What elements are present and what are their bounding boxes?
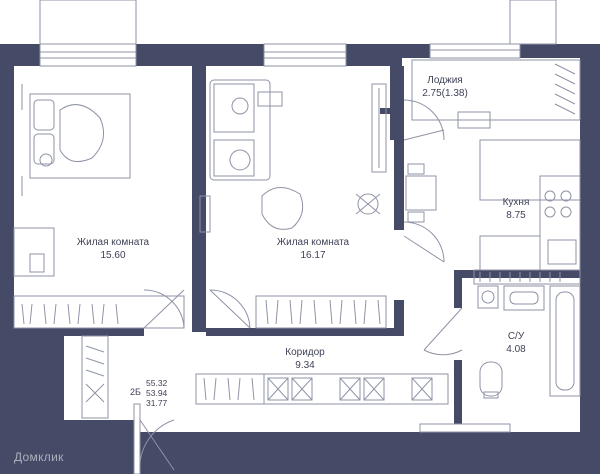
walls [0, 44, 600, 474]
room-loggia-area: 2.75(1.38) [422, 88, 468, 99]
net-area: 31.77 [146, 398, 168, 408]
living-furniture [199, 79, 387, 329]
room-loggia: Лоджия 2.75(1.38) [408, 74, 482, 100]
apartment-type: 2Б [130, 387, 141, 397]
room-bath: С/У 4.08 [498, 330, 534, 356]
area-summary: 2Б 55.32 53.94 31.77 [130, 372, 178, 412]
room-corridor: Коридор 9.34 [270, 346, 340, 372]
room-bath-area: 4.08 [506, 344, 526, 355]
room-corridor-name: Коридор [285, 347, 325, 358]
room-living1: Жилая комната 15.60 [58, 236, 168, 262]
room-kitchen: Кухня 8.75 [492, 196, 540, 222]
bedroom-furniture [13, 84, 185, 329]
room-living1-area: 15.60 [100, 250, 126, 261]
corridor-furniture [81, 335, 449, 474]
room-kitchen-name: Кухня [502, 197, 530, 208]
room-corridor-area: 9.34 [295, 360, 315, 371]
room-kitchen-area: 8.75 [506, 210, 526, 221]
living-area: 53.94 [146, 388, 168, 398]
kitchen-furniture [403, 99, 581, 285]
room-living2: Жилая комната 16.17 [258, 236, 368, 262]
bathroom-furniture [423, 285, 581, 399]
room-living2-name: Жилая комната [276, 237, 350, 248]
total-area: 55.32 [146, 378, 168, 388]
windows [39, 0, 557, 433]
watermark: Домклик [14, 450, 64, 464]
room-loggia-name: Лоджия [427, 75, 463, 86]
room-living2-area: 16.17 [300, 250, 326, 261]
room-living1-name: Жилая комната [76, 237, 150, 248]
room-bath-name: С/У [507, 331, 525, 342]
